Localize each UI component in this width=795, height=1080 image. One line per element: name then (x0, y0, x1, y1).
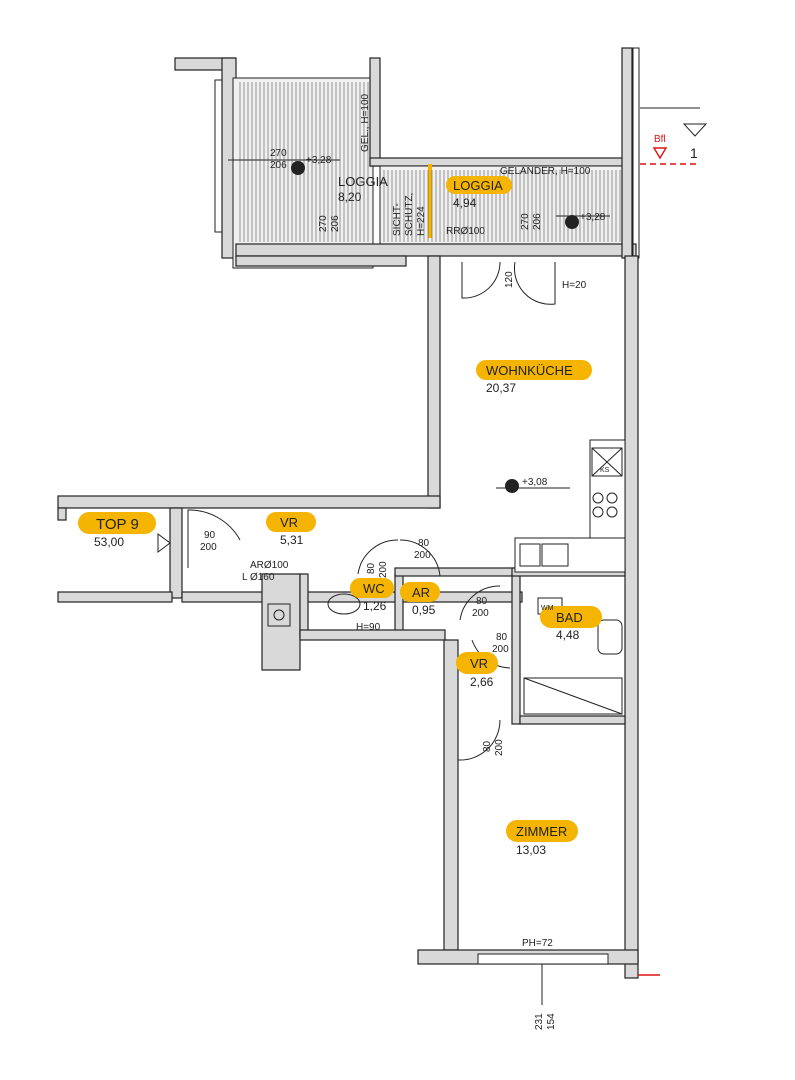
room-area-loggia-1: 8,20 (338, 190, 362, 204)
highlight-bad (540, 606, 602, 628)
dim-w3-b: 206 (532, 213, 543, 230)
room-area-vr-2: 2,66 (470, 675, 494, 689)
unit-area: 53,00 (94, 535, 124, 549)
dim-door-entry-b: 200 (200, 542, 217, 553)
note-h20: H=20 (562, 280, 587, 291)
annotations: GEL., H=100 GELÄNDER, H=100 SICHT- SCHUT… (242, 93, 698, 949)
room-highlights (78, 176, 602, 842)
level-markers (228, 159, 610, 493)
note-gel-h100: GEL., H=100 (360, 93, 371, 152)
note-ph: PH=72 (522, 938, 553, 949)
note-bfl: Bfl (654, 134, 666, 145)
highlight-ar (400, 582, 440, 602)
dim-door-vr-a: 80 (418, 538, 430, 549)
room-area-ar: 0,95 (412, 603, 436, 617)
dim-door-bad-a: 80 (496, 632, 508, 643)
room-name-loggia-2: LOGGIA (453, 178, 503, 193)
fixtures (267, 447, 623, 715)
section-marker (638, 107, 708, 976)
dim-w2-a: 270 (318, 215, 329, 232)
highlight-vr2 (456, 652, 498, 674)
dim-door-ar-b: 200 (472, 608, 489, 619)
dim-door-bad-b: 200 (492, 644, 509, 655)
note-ks: KS (600, 467, 610, 474)
fridge (591, 447, 623, 477)
dim-door-entry-a: 90 (204, 530, 216, 541)
room-area-zimmer: 13,03 (516, 843, 546, 857)
dim-door-ar-a: 80 (476, 596, 488, 607)
note-sichtschutz-1: SICHT- (392, 203, 403, 236)
toilet (327, 593, 361, 615)
dim-window-b: 154 (546, 1013, 557, 1030)
dim-door-vr-b: 200 (414, 550, 431, 561)
kitchen-stove (592, 492, 618, 518)
level-2: +3,28 (580, 212, 606, 223)
room-name-vr-1: VR (280, 515, 298, 530)
room-name-wohnkueche: WOHNKÜCHE (486, 363, 573, 378)
highlight-top9 (78, 512, 156, 534)
section-number: 1 (690, 145, 698, 161)
unit-name: TOP 9 (96, 516, 139, 533)
level-1: +3,28 (306, 155, 332, 166)
room-area-wohnkueche: 20,37 (486, 381, 516, 395)
note-sichtschutz-2: SCHUTZ, (404, 193, 415, 236)
dim-door-zimmer-a: 80 (482, 740, 493, 752)
highlight-wohnkueche (476, 360, 592, 380)
dim-w2-b: 206 (330, 215, 341, 232)
room-labels: LOGGIA 8,20 LOGGIA 4,94 WOHNKÜCHE 20,37 … (94, 174, 583, 857)
room-name-bad: BAD (556, 610, 583, 625)
dim-door-wc-a: 80 (366, 562, 377, 574)
note-gelaender: GELÄNDER, H=100 (500, 165, 591, 177)
highlight-loggia (446, 176, 512, 194)
dim-door-wc-b: 200 (378, 561, 389, 578)
note-h90: H=90 (356, 622, 381, 633)
note-rr: RRØ100 (446, 226, 485, 237)
doors (157, 261, 556, 761)
highlight-zimmer (506, 820, 578, 842)
kitchen-sink (519, 543, 569, 567)
highlight-wc (350, 578, 394, 598)
note-wm: WM (541, 605, 554, 612)
room-name-vr-2: VR (470, 656, 488, 671)
room-area-bad: 4,48 (556, 628, 580, 642)
room-name-zimmer: ZIMMER (516, 824, 567, 839)
dim-w3-a: 270 (520, 213, 531, 230)
note-ar-duct-1: ARØ100 (250, 560, 289, 571)
room-name-loggia-1: LOGGIA (338, 174, 388, 189)
room-name-wc: WC (363, 581, 385, 596)
dim-w1-a: 270 (270, 148, 287, 159)
level-3: +3,08 (522, 477, 548, 488)
dimensions: 270 206 270 206 270 206 120 90 200 80 20… (200, 148, 557, 1030)
dim-door-loggia: 120 (504, 271, 515, 288)
washbasin (597, 619, 623, 655)
note-ar-duct-2: L Ø160 (242, 572, 275, 583)
room-area-vr-1: 5,31 (280, 533, 304, 547)
room-area-wc: 1,26 (363, 599, 387, 613)
dim-w1-b: 206 (270, 160, 287, 171)
dim-window-a: 231 (534, 1013, 545, 1030)
wc-handbasin (267, 603, 291, 627)
bathtub (523, 677, 623, 715)
room-name-ar: AR (412, 585, 430, 600)
highlight-vr1 (266, 512, 316, 532)
room-area-loggia-2: 4,94 (453, 196, 477, 210)
note-sichtschutz-3: H=224 (416, 206, 427, 236)
dim-door-zimmer-b: 200 (494, 739, 505, 756)
